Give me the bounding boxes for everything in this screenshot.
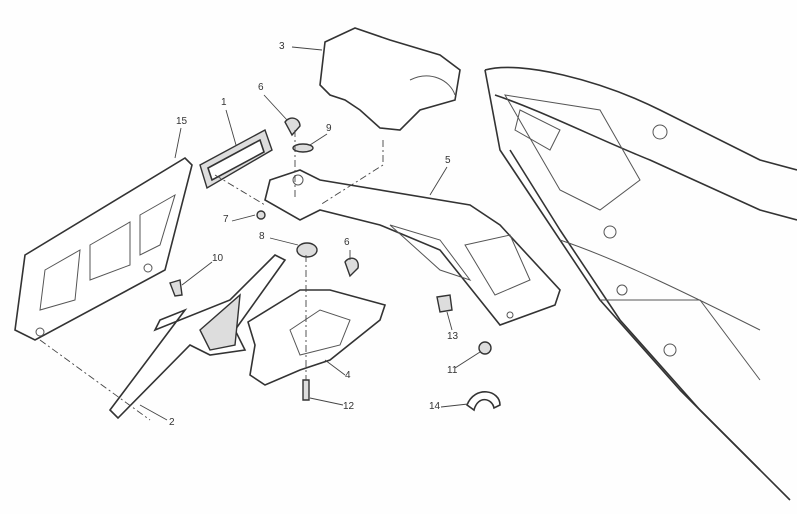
- part-2-holder: [108, 254, 287, 420]
- part-10-screw: [169, 279, 183, 297]
- part-14-clamp: [466, 391, 501, 412]
- callout-6: 6: [258, 82, 264, 93]
- part-1-light: [199, 128, 273, 190]
- part-11-nut: [478, 341, 492, 355]
- small-hardware: [169, 117, 501, 412]
- part-8-grommet: [296, 242, 318, 258]
- callout-13: 13: [447, 331, 459, 342]
- callout-7: 7: [223, 214, 229, 225]
- part-7-nut: [256, 210, 266, 220]
- part-9-spring: [292, 143, 314, 153]
- part-13-clip: [436, 294, 453, 313]
- callout-11: 11: [447, 365, 458, 376]
- callout-10: 10: [212, 253, 224, 264]
- callout-3: 3: [279, 41, 285, 52]
- part-3-cover: [319, 27, 461, 131]
- callout-6-lower: 6: [344, 237, 350, 248]
- callout-4: 4: [345, 370, 351, 381]
- leader-lines: [39, 46, 481, 421]
- part-6-clip-top: [284, 117, 301, 137]
- part-6-clip-bottom: [344, 257, 359, 278]
- callout-15: 15: [176, 116, 188, 127]
- callout-8: 8: [259, 231, 265, 242]
- callout-12: 12: [343, 401, 355, 412]
- part-15-license-plate: [14, 156, 193, 341]
- part-5-bracket: [264, 169, 561, 326]
- part-12-screw: [302, 379, 310, 401]
- callout-9: 9: [326, 123, 332, 134]
- part-4-housing: [247, 289, 387, 386]
- rear-subframe: [484, 66, 797, 501]
- callout-1: 1: [221, 97, 227, 108]
- callout-14: 14: [429, 401, 441, 412]
- callout-2: 2: [169, 417, 175, 428]
- callout-5: 5: [445, 155, 451, 166]
